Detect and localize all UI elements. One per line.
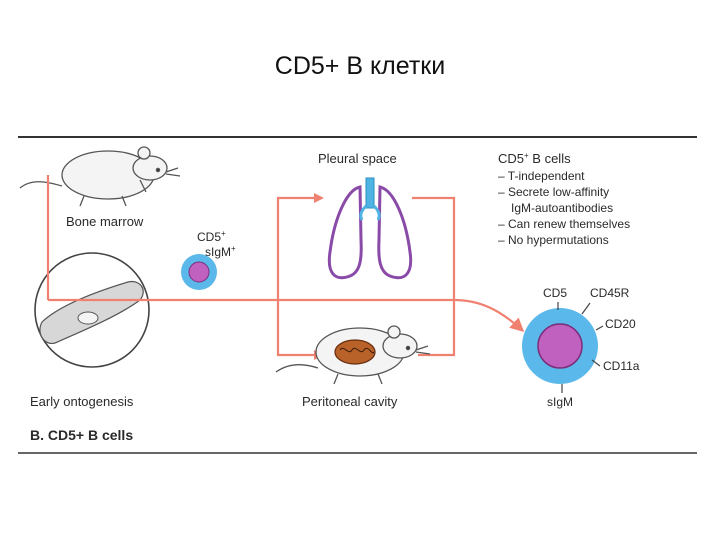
info-item-1: – Secrete low-affinity (498, 185, 609, 199)
info-heading-main: CD5 (498, 151, 524, 166)
info-item-2: IgM-autoantibodies (511, 201, 613, 215)
marker-cd11a: CD11a (603, 359, 640, 373)
small-cell-marker-cd5: CD5+ (197, 229, 226, 244)
info-heading-sup: + (524, 151, 529, 160)
small-cell-marker-sigm: sIgM+ (205, 244, 236, 259)
label-bone-marrow: Bone marrow (66, 214, 144, 229)
mouse-bone-marrow-illustration (19, 146, 181, 207)
small-cell-marker-1: CD5 (197, 230, 221, 244)
marker-cd5: CD5 (543, 286, 567, 300)
info-item-4: – No hypermutations (498, 233, 609, 247)
info-heading: CD5+ B cells (498, 151, 571, 166)
info-item-3: – Can renew themselves (498, 217, 630, 231)
small-cell-marker-2-sup: + (231, 244, 236, 253)
mouse-peritoneal-illustration (275, 325, 431, 385)
migration-arrows (46, 175, 525, 360)
small-cell-marker-1-sup: + (221, 229, 226, 238)
lungs-illustration (327, 177, 413, 280)
marker-sigm: sIgM (547, 395, 573, 409)
cd5-small-cell-inner (188, 261, 210, 283)
info-heading-rest: B cells (529, 151, 571, 166)
slide-title: CD5+ В клетки (274, 52, 446, 80)
label-early-ontogenesis: Early ontogenesis (30, 394, 134, 409)
marker-leader-lines (557, 302, 604, 393)
cd5-b-cell-inner (537, 323, 583, 369)
marker-cd45r: CD45R (590, 286, 630, 300)
bone-cross-section-illustration (34, 252, 150, 368)
label-peritoneal-cavity: Peritoneal cavity (302, 394, 398, 409)
info-item-0: – T-independent (498, 169, 585, 183)
marker-cd20: CD20 (605, 317, 636, 331)
figure-caption: B. CD5+ B cells (30, 427, 133, 443)
label-pleural-space: Pleural space (318, 151, 397, 166)
small-cell-marker-2: sIgM (205, 245, 231, 259)
